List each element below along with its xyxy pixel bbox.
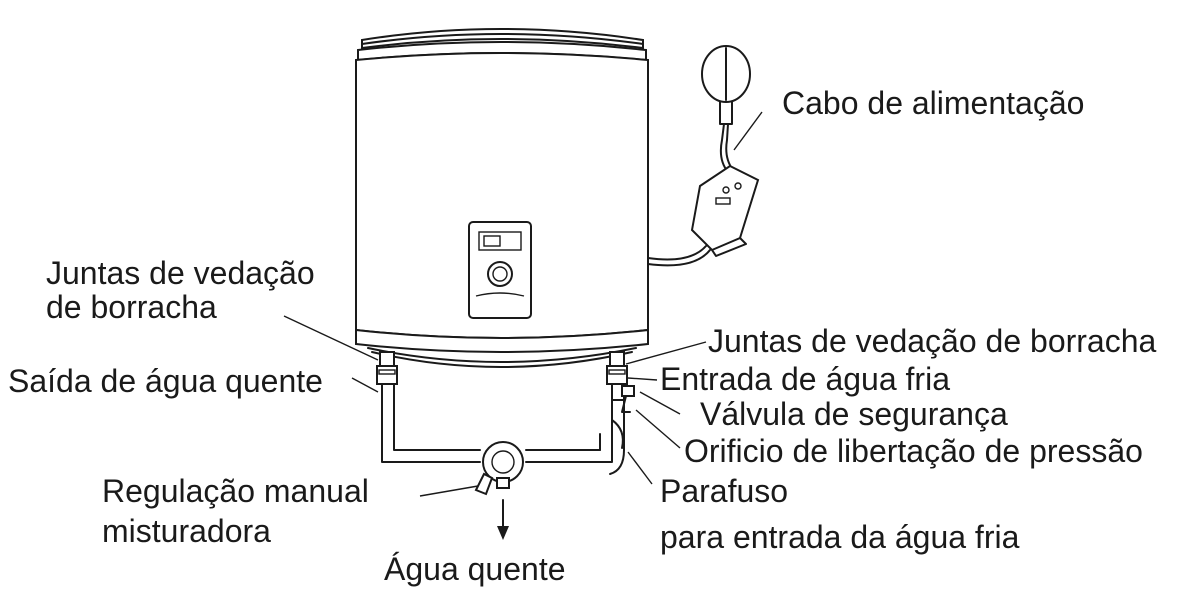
- label-safety-valve: Válvula de segurança: [700, 396, 1008, 432]
- label-screw-1: Parafuso: [660, 473, 789, 509]
- hot-water-pipe: [376, 351, 481, 463]
- label-rubber-seals-left-2: de borracha: [46, 289, 217, 325]
- label-manual-mixer-1: Regulação manual: [102, 473, 369, 509]
- power-cable: [647, 45, 760, 267]
- label-cold-water-inlet: Entrada de água fria: [660, 361, 950, 397]
- tank: [355, 28, 649, 368]
- label-manual-mixer-2: misturadora: [102, 513, 271, 549]
- control-panel: [468, 221, 532, 319]
- label-rubber-seals-right: Juntas de vedação de borracha: [708, 323, 1157, 359]
- label-hot-water-outlet: Saída de água quente: [8, 363, 323, 399]
- label-hot-water: Água quente: [384, 551, 566, 587]
- label-rubber-seals-left-1: Juntas de vedação: [46, 255, 315, 291]
- label-pressure-release-hole: Orificio de libertação de pressão: [684, 433, 1143, 469]
- leader-lines: [283, 111, 763, 497]
- hot-water-arrow: [497, 499, 509, 540]
- label-screw-2: para entrada da água fria: [660, 519, 1020, 555]
- mixer-valve: [474, 441, 524, 496]
- cold-water-pipe: [525, 351, 635, 475]
- label-power-cable: Cabo de alimentação: [782, 85, 1085, 121]
